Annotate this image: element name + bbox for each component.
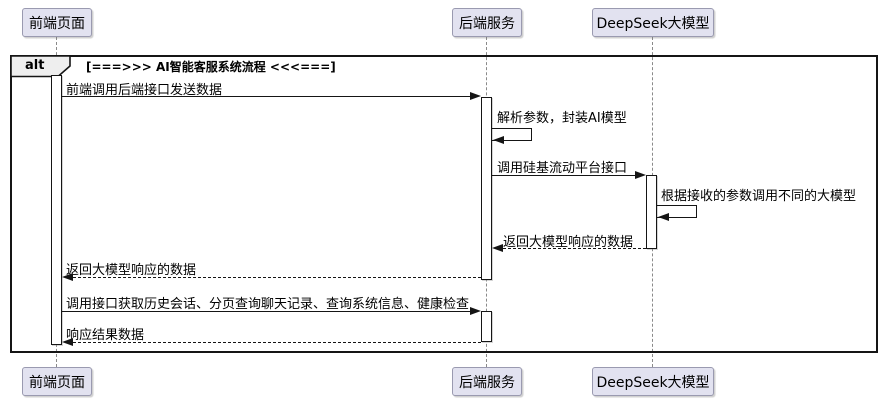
message-line: [503, 248, 646, 249]
participant-deepseek-top: DeepSeek大模型: [592, 8, 714, 37]
participant-label: 前端页面: [29, 374, 85, 391]
arrowhead-left-icon: [493, 136, 504, 144]
message-label: 根据接收的参数调用不同的大模型: [661, 189, 857, 204]
activation-backend-1: [481, 97, 492, 280]
message-label: 调用硅基流动平台接口: [497, 161, 628, 176]
arrowhead-left-icon: [62, 273, 73, 281]
participant-frontend-top: 前端页面: [22, 8, 92, 37]
alt-operator-label: alt: [25, 58, 45, 73]
participant-label: 后端服务: [459, 374, 515, 391]
message-line: [492, 175, 635, 176]
participant-backend-bottom: 后端服务: [452, 367, 522, 396]
participant-label: DeepSeek大模型: [596, 374, 710, 391]
self-message-loop: [492, 128, 532, 141]
message-line: [62, 311, 470, 312]
message-label: 返回大模型响应的数据: [66, 263, 197, 278]
arrowhead-left-icon: [62, 338, 73, 346]
message-label: 调用接口获取历史会话、分页查询聊天记录、查询系统信息、健康检查: [66, 297, 470, 312]
participant-deepseek-bottom: DeepSeek大模型: [592, 367, 714, 396]
activation-deepseek: [646, 175, 657, 249]
arrowhead-right-icon: [470, 307, 481, 315]
message-line: [73, 342, 481, 343]
participant-label: DeepSeek大模型: [596, 15, 710, 32]
participant-label: 前端页面: [29, 15, 85, 32]
alt-condition-label: [===>>> AI智能客服系统流程 <<<===]: [86, 60, 336, 74]
activation-backend-2: [481, 311, 492, 342]
arrowhead-left-icon: [658, 213, 669, 221]
participant-backend-top: 后端服务: [452, 8, 522, 37]
participant-frontend-bottom: 前端页面: [22, 367, 92, 396]
alt-frame-header-pentagon: [10, 55, 71, 78]
participant-label: 后端服务: [459, 15, 515, 32]
self-message-loop: [657, 205, 697, 218]
message-line: [62, 96, 471, 97]
message-label: 解析参数，封装AI模型: [497, 111, 627, 126]
message-label: 返回大模型响应的数据: [503, 235, 634, 250]
arrowhead-left-icon: [492, 244, 503, 252]
alt-frame: [10, 55, 878, 353]
arrowhead-right-icon: [470, 92, 481, 100]
message-line: [73, 277, 481, 278]
arrowhead-right-icon: [635, 171, 646, 179]
activation-frontend: [51, 75, 62, 345]
message-label: 前端调用后端接口发送数据: [66, 83, 223, 98]
message-label: 响应结果数据: [66, 328, 145, 343]
